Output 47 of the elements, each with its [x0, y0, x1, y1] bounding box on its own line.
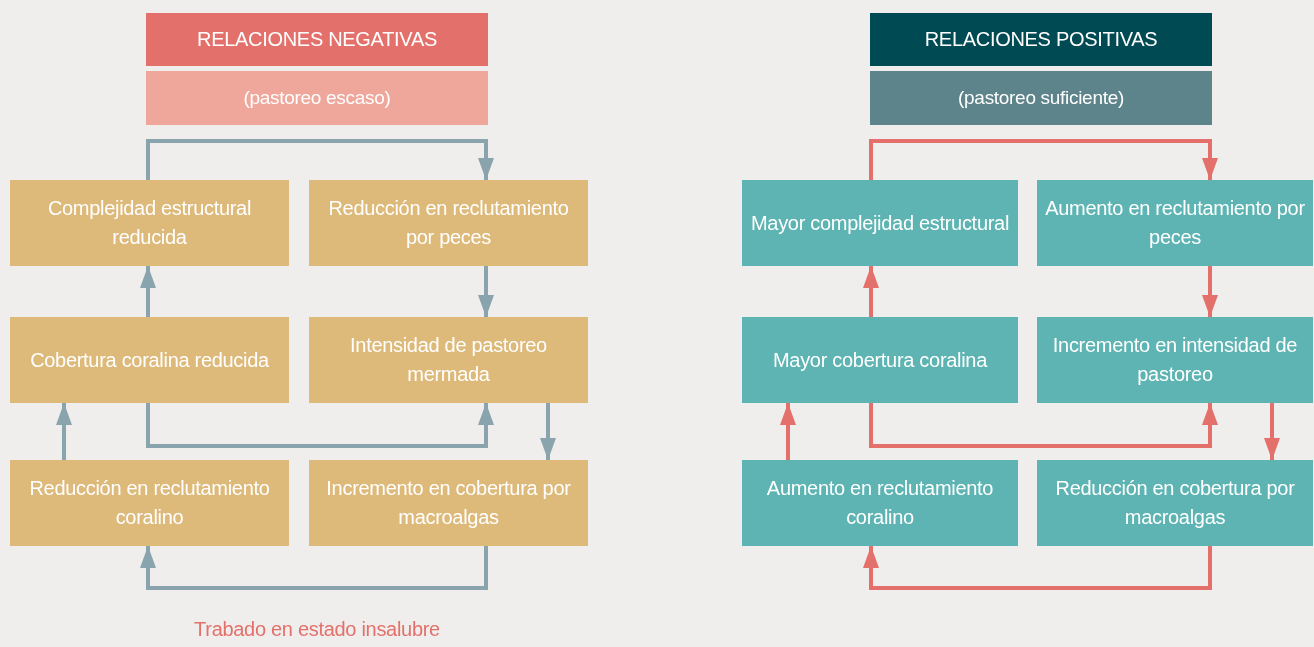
process-box — [1037, 460, 1313, 546]
title-box — [146, 13, 488, 66]
process-box — [10, 317, 289, 403]
title-box — [870, 13, 1212, 66]
node-label: (pastoreo suficiente) — [958, 86, 1124, 111]
process-box — [742, 460, 1018, 546]
arrow — [540, 403, 556, 460]
node-label: Cobertura coralina reducida — [30, 347, 269, 373]
arrow — [478, 266, 494, 317]
process-box — [10, 180, 289, 266]
arrow — [863, 266, 879, 317]
node-label: Incremento en intensidad de pastoreo — [1051, 333, 1299, 387]
node-label: Mayor complejidad estructural — [750, 210, 1010, 236]
node-label: Complejidad estructural reducida — [46, 196, 253, 250]
arrow — [1264, 403, 1280, 460]
node-label: (pastoreo escaso) — [243, 86, 391, 111]
node-label: Aumento en reclutamiento coralino — [765, 476, 995, 530]
subtitle-box — [870, 71, 1212, 125]
process-box — [742, 180, 1018, 266]
process-box — [1037, 180, 1313, 266]
node-label: Incremento en cobertura por macroalgas — [325, 476, 572, 530]
process-box — [1037, 317, 1313, 403]
arrow — [780, 403, 796, 460]
arrow — [869, 139, 1218, 180]
process-box — [10, 460, 289, 546]
node-label: Reducción en reclutamiento por peces — [327, 196, 570, 250]
node-label: Reducción en reclutamiento coralino — [28, 476, 271, 530]
arrow — [140, 266, 156, 317]
arrow — [869, 403, 1218, 448]
node-label: Mayor cobertura coralina — [773, 347, 987, 373]
process-box — [309, 317, 588, 403]
process-box — [309, 180, 588, 266]
node-label: RELACIONES NEGATIVAS — [197, 27, 437, 52]
arrow — [140, 546, 488, 590]
node-label: RELACIONES POSITIVAS — [924, 27, 1158, 52]
caption-note: Trabado en estado insalubre — [193, 618, 441, 641]
node-label: Reducción en cobertura por macroalgas — [1054, 476, 1296, 530]
arrow — [146, 139, 494, 180]
arrow — [56, 403, 72, 460]
node-label: Intensidad de pastoreo mermada — [349, 333, 548, 387]
arrow — [863, 546, 1212, 590]
process-box — [309, 460, 588, 546]
process-box — [742, 317, 1018, 403]
arrow — [146, 403, 494, 448]
subtitle-box — [146, 71, 488, 125]
node-label: Aumento en reclutamiento por peces — [1045, 196, 1305, 250]
arrow — [1202, 266, 1218, 317]
